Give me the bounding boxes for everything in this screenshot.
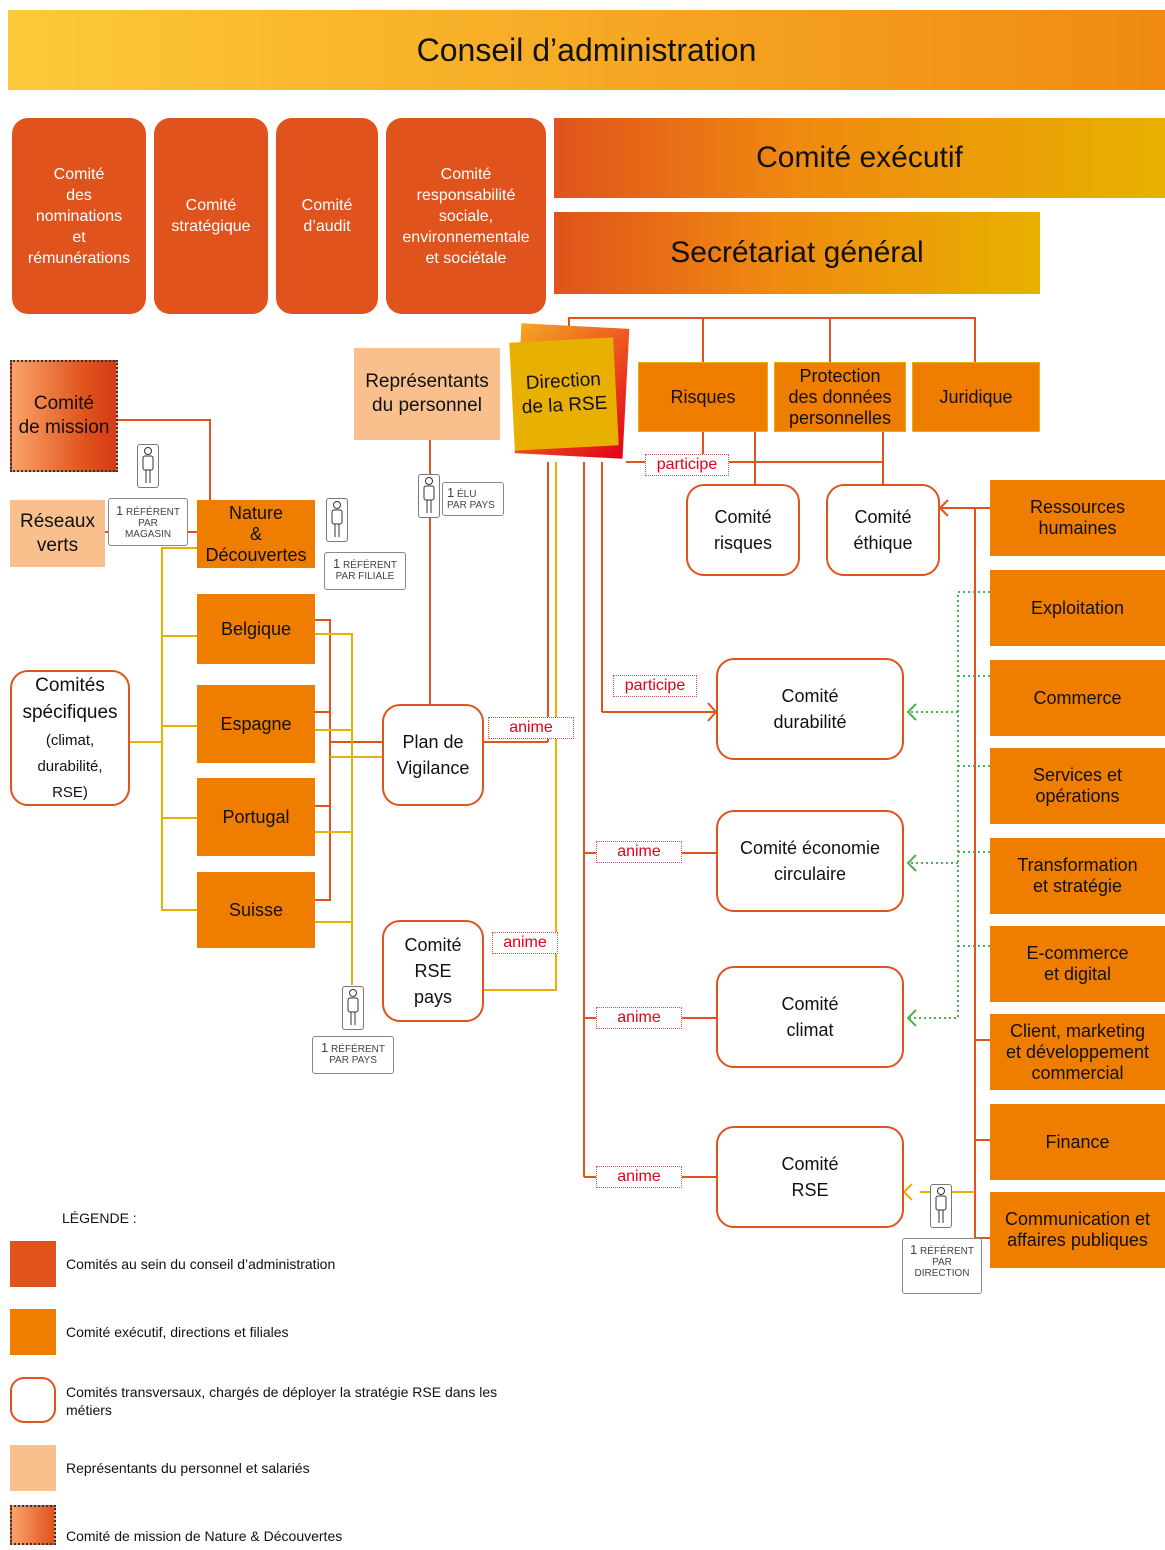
legend: LÉGENDE : Comités au sein du conseil d’a… [10,1205,570,1545]
legend-text: Comité exécutif, directions et filiales [66,1324,289,1340]
tag-anime: anime [596,841,682,863]
tag-anime: anime [596,1166,682,1188]
legend-title: LÉGENDE : [62,1210,137,1226]
legend-swatch-board [10,1241,56,1287]
tag-participe: participe [613,675,697,697]
direction-commerce: Commerce [990,660,1165,736]
legend-text: Comités au sein du conseil d’administrat… [66,1256,336,1272]
secretariat-title: Secrétariat général [670,236,924,269]
tag-anime: anime [596,1007,682,1029]
tag-participe: participe [645,454,729,476]
specific-committees: Comités spécifiques (climat, durabilité,… [10,670,130,806]
secretariat-banner: Secrétariat général [554,212,1040,294]
person-icon [342,986,364,1030]
legend-swatch-exec [10,1309,56,1355]
direction-exploitation: Exploitation [990,570,1165,646]
board-of-directors-banner: Conseil d’administration [8,10,1165,90]
legend-text: Représentants du personnel et salariés [66,1460,310,1476]
person-icon [418,474,440,518]
legend-text: Comité de mission de Nature & Découverte… [66,1528,343,1544]
executive-committee-banner: Comité exécutif [554,118,1165,198]
subsidiary-portugal: Portugal [197,778,315,856]
executive-title: Comité exécutif [756,141,963,174]
subsidiary-suisse: Suisse [197,872,315,948]
legend-swatch-transversal [10,1377,56,1423]
board-title: Conseil d’administration [416,31,757,68]
subsidiary-belgique: Belgique [197,594,315,664]
direction-finance: Finance [990,1104,1165,1180]
subsidiary-espagne: Espagne [197,685,315,763]
unit-risques: Risques [638,362,768,432]
person-icon [930,1184,952,1228]
tag-anime: anime [492,932,558,954]
person-icon [326,498,348,542]
legend-swatch-staff [10,1445,56,1491]
legend-swatch-mission [10,1505,56,1545]
tag-anime: anime [488,717,574,739]
person-icon [137,444,159,488]
legend-text: Comités transversaux, chargés de déploye… [66,1384,498,1418]
unit-juridique: Juridique [912,362,1040,432]
nature-decouvertes: Nature&Découvertes [197,500,315,568]
